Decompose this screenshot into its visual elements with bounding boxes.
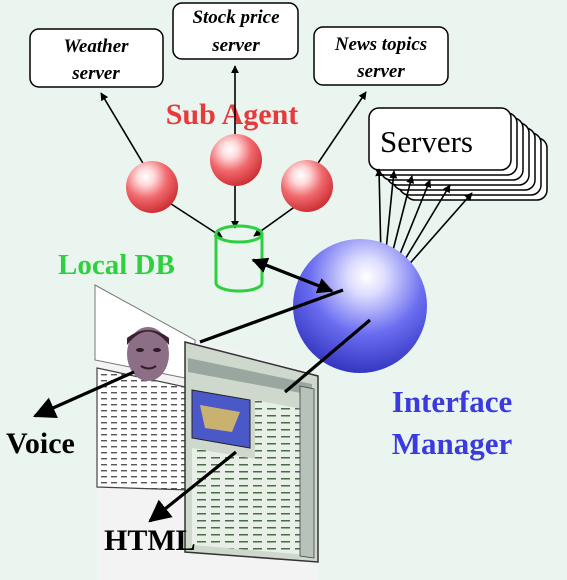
arrow-news bbox=[309, 91, 367, 176]
sub-agent-label: Sub Agent bbox=[166, 98, 299, 131]
interface-manager-label-line1: Interface bbox=[392, 384, 513, 419]
server-pool-label: Servers bbox=[380, 124, 473, 159]
im-server-arrows bbox=[375, 168, 473, 270]
weather-server-line1: Weather bbox=[63, 36, 129, 57]
interface-manager-label-line2: Manager bbox=[392, 426, 513, 461]
im-browser-line bbox=[283, 318, 372, 394]
output-arrows bbox=[32, 370, 238, 523]
subagent-db-arrows bbox=[164, 182, 301, 238]
stock-server-line2: server bbox=[211, 35, 260, 56]
server-pool-front-box bbox=[368, 107, 512, 171]
local-db-label: Local DB bbox=[58, 249, 175, 281]
db-im-arrow bbox=[251, 257, 334, 294]
sub-agent-sphere-right bbox=[281, 160, 333, 212]
im-connections bbox=[199, 257, 372, 394]
server-pool-stack: Servers bbox=[368, 107, 548, 201]
agent-face-avatar bbox=[127, 327, 169, 381]
sub-agent-sphere-left bbox=[126, 161, 178, 213]
voice-arrow bbox=[32, 370, 135, 419]
sub-agent-sphere-center bbox=[210, 134, 262, 186]
weather-server-line2: server bbox=[71, 63, 120, 84]
stock-server-line1: Stock price bbox=[192, 7, 280, 28]
im-face-line bbox=[199, 288, 344, 344]
voice-label: Voice bbox=[6, 427, 75, 460]
stock-price-server: Stock price server bbox=[172, 2, 299, 60]
news-topics-server: News topics server bbox=[313, 26, 449, 86]
text-window bbox=[96, 367, 191, 491]
news-server-line1: News topics bbox=[334, 34, 427, 55]
html-label: HTML bbox=[104, 524, 196, 557]
html-arrow bbox=[148, 450, 238, 523]
weather-server: Weather server bbox=[29, 28, 164, 88]
arrow-weather bbox=[100, 92, 148, 171]
news-server-line2: server bbox=[356, 61, 405, 82]
interface-manager-sphere bbox=[293, 239, 427, 373]
